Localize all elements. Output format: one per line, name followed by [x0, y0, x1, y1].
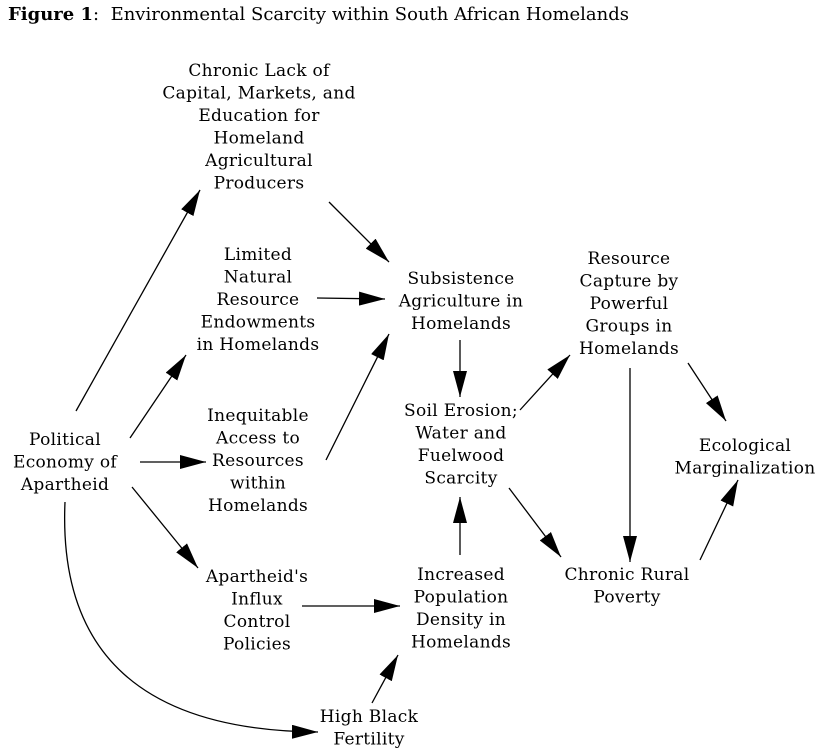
edges-layer: [64, 189, 739, 739]
node-line: Homelands: [411, 314, 511, 334]
node-line: Producers: [214, 174, 305, 194]
node-line: Population: [414, 588, 509, 608]
node-line: Endowments: [201, 313, 316, 333]
node-line: Chronic Lack of: [188, 61, 331, 81]
node-line: Agriculture in: [398, 292, 524, 312]
node-line: Subsistence: [407, 269, 514, 289]
arrow-fertility-to-density: [371, 654, 399, 704]
arrow-capital-to-subsistence: [328, 201, 390, 263]
node-line: Marginalization: [675, 459, 816, 479]
node-line: Political: [29, 430, 101, 450]
node-line: Scarcity: [424, 469, 497, 489]
node-line: High Black: [320, 707, 419, 727]
node-line: Homeland: [213, 129, 304, 149]
node-line: Fertility: [333, 730, 404, 750]
node-line: Homelands: [208, 496, 308, 516]
node-line: Education for: [198, 106, 320, 126]
node-line: Density in: [416, 610, 506, 630]
arrow-natural-to-subsistence: [316, 291, 386, 306]
arrow-erosion-to-capture: [519, 354, 571, 411]
node-line: Powerful: [590, 294, 669, 314]
node-line: Homelands: [411, 633, 511, 653]
figure-label-separator: :: [93, 4, 100, 25]
node-line: Increased: [417, 565, 505, 585]
node-line: Apartheid: [20, 475, 109, 495]
node-line: Capture by: [580, 272, 679, 292]
node-line: Inequitable: [207, 406, 309, 426]
arrow-erosion-to-poverty: [508, 487, 562, 558]
node-line: Groups in: [586, 317, 673, 337]
node-line: Resource: [217, 290, 300, 310]
figure-title-text: Environmental Scarcity within South Afri…: [110, 4, 630, 25]
arrow-apartheid-to-capital: [75, 189, 201, 412]
node-line: Fuelwood: [418, 446, 505, 466]
node-line: Chronic Rural: [565, 565, 690, 585]
node-line: Water and: [415, 424, 506, 444]
node-line: Resources: [212, 451, 304, 471]
node-line: Soil Erosion;: [404, 401, 518, 421]
node-line: Influx: [231, 590, 283, 610]
node-line: in Homelands: [197, 335, 320, 355]
node-line: Resource: [588, 249, 671, 269]
arrow-apartheid-to-influx: [131, 486, 199, 569]
node-line: Limited: [224, 245, 292, 265]
arrow-apartheid-to-natural: [129, 354, 187, 439]
arrow-poverty-to-ecological: [699, 479, 739, 561]
node-line: Policies: [223, 635, 291, 655]
node-line: Natural: [224, 268, 293, 288]
figure-title: Figure 1: Environmental Scarcity within …: [8, 4, 629, 25]
node-line: Ecological: [699, 436, 791, 456]
arrow-access-to-subsistence: [325, 333, 390, 461]
node-line: Agricultural: [204, 151, 313, 171]
node-line: Control: [224, 612, 291, 632]
node-line: Economy of: [13, 453, 118, 473]
node-line: Poverty: [593, 588, 660, 608]
node-line: Capital, Markets, and: [162, 84, 355, 104]
node-line: Homelands: [579, 339, 679, 359]
arrow-capture-to-ecological: [687, 362, 727, 422]
figure-label: Figure 1: [8, 4, 94, 25]
arrow-apartheid-to-fertility: [64, 501, 319, 739]
node-line: within: [230, 474, 286, 494]
node-line: Apartheid's: [205, 567, 308, 587]
node-line: Access to: [215, 429, 300, 449]
